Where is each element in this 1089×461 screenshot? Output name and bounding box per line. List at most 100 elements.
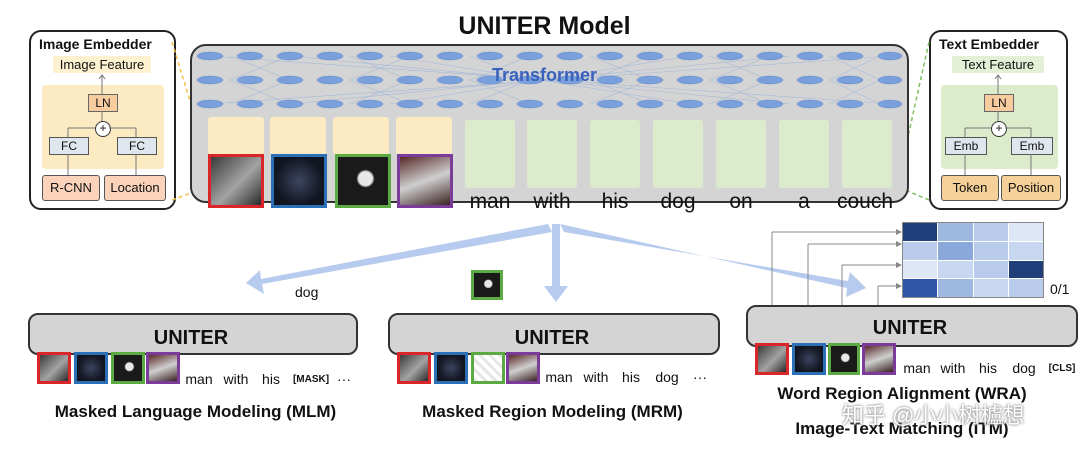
image-region-thumbnail [208,154,264,208]
mlm-uniter-box [28,313,358,355]
arrow-to-mrm [544,224,568,302]
mlm-token: with [223,371,249,387]
token-his: his [601,190,629,213]
mrm-masked-region [471,352,505,384]
text-embedder-title: Text Embedder [939,36,1040,52]
text-embedding-column [842,120,892,188]
arrow-to-itm [560,224,866,297]
image-embedding-column [270,117,326,155]
image-region-thumbnail [397,154,453,208]
itm-token: with [940,360,966,376]
heatmap-cell [1008,260,1043,279]
watermark: 知乎 @小小树櫨想 [842,403,1025,428]
itm-uniter-label: UNITER [872,317,948,339]
image-embedding-column [333,117,389,155]
text-embedder-arrows [964,74,1032,175]
wra-heatmap [902,222,1044,298]
token-input-box: Token [941,175,999,201]
mrm-token: dog [655,369,679,385]
mrm-uniter-box [388,313,720,355]
mlm-output-label: dog [295,284,319,300]
heatmap-cell [903,279,938,297]
itm-region-thumbnail [755,343,789,375]
token-man: man [469,190,511,213]
text-embedder-panel: Text Embedder Text Feature LN + Emb Emb … [929,30,1068,210]
itm-task-label: Image-Text Matching (ITM) [795,419,1009,438]
heatmap-cell [903,241,938,260]
mlm-uniter-label: UNITER [153,327,229,349]
image-embedder-title: Image Embedder [39,36,152,52]
heatmap-cell [903,260,938,279]
mrm-region-thumbnail [506,352,540,384]
text-embedding-column [779,120,829,188]
heatmap-cell [938,241,973,260]
heatmap-cell [973,279,1008,297]
heatmap-cell [973,241,1008,260]
heatmap-cell [938,223,973,241]
mrm-region-thumbnail [434,352,468,384]
diagram-title: UNITER Model [458,12,631,40]
image-embedding-column [396,117,452,155]
token-on: on [729,190,753,213]
text-plus-icon: + [991,121,1007,137]
text-emb-right: Emb [1011,137,1053,155]
wra-task-label: Word Region Alignment (WRA) [777,384,1027,403]
location-input-box: Location [104,175,166,201]
itm-uniter-box [746,305,1078,347]
image-plus-icon: + [95,121,111,137]
image-fc-right: FC [117,137,157,155]
mrm-token: with [583,369,609,385]
mrm-task-label: Masked Region Modeling (MRM) [422,402,683,421]
mrm-region-thumbnail [397,352,431,384]
heatmap-cell [938,260,973,279]
itm-region-thumbnail [828,343,860,375]
text-feature-box: Text Feature [952,56,1044,73]
image-fc-left: FC [49,137,89,155]
text-emb-left: Emb [945,137,987,155]
image-region-thumbnail [335,154,391,208]
transformer-network [196,51,903,109]
image-embedder-panel: Image Embedder Image Feature LN + FC FC … [29,30,176,210]
itm-token: dog [1012,360,1036,376]
mlm-region-thumbnail [74,352,108,384]
mlm-region-thumbnail [111,352,145,384]
itm-output-label: 0/1 [1050,281,1070,297]
itm-token: man [903,360,931,376]
heatmap-cell [1008,223,1043,241]
heatmap-cell [903,223,938,241]
text-ln-box: LN [984,94,1014,112]
token-couch: couch [836,190,894,213]
image-feature-box: Image Feature [53,56,151,73]
text-embedding-column [465,120,515,188]
position-input-box: Position [1001,175,1061,201]
mlm-task-label: Masked Language Modeling (MLM) [54,402,337,421]
itm-region-thumbnail [792,343,826,375]
arrow-to-mlm [246,224,552,294]
image-embedder-arrows [67,74,137,175]
image-ln-box: LN [88,94,118,112]
heatmap-cell [973,223,1008,241]
heatmap-cell [1008,241,1043,260]
itm-token: his [979,360,997,376]
mlm-region-thumbnail [37,352,71,384]
mlm-token: his [262,371,280,387]
rcnn-input-box: R-CNN [42,175,100,201]
transformer-label: Transformer [492,65,598,85]
mlm-ellipsis: ··· [337,371,351,387]
text-embedding-column [527,120,577,188]
itm-cls-token: [CLS] [1048,363,1076,374]
text-embedding-column [653,120,703,188]
token-with: with [533,190,571,213]
mrm-token: his [622,369,640,385]
mrm-token: man [545,369,573,385]
image-embedding-column [208,117,264,155]
mrm-ellipsis: ··· [693,369,707,385]
image-region-thumbnail [271,154,327,208]
mlm-region-thumbnail [146,352,180,384]
text-embedding-column [590,120,640,188]
heatmap-cell [973,260,1008,279]
mlm-token: man [185,371,213,387]
heatmap-cell [938,279,973,297]
